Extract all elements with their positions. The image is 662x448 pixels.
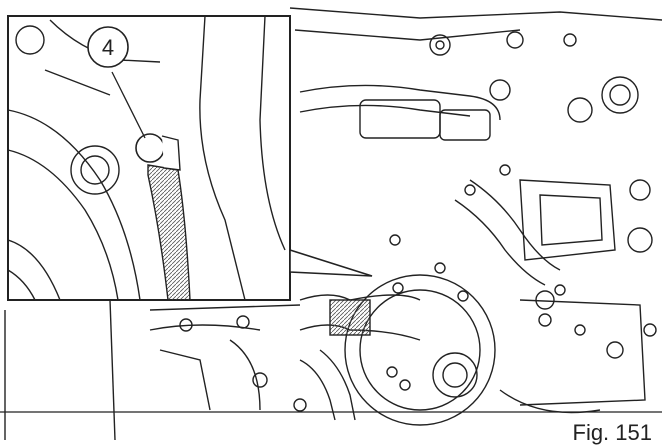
hose-clamp-bolt xyxy=(135,133,165,163)
figure-caption: Fig. 151 xyxy=(572,420,653,445)
hose xyxy=(147,164,191,301)
leader-arrow xyxy=(111,71,146,139)
numbered-callout-circle: 4 xyxy=(87,26,129,68)
callout-number: 4 xyxy=(102,35,114,60)
inset-pointer xyxy=(289,248,373,277)
detail-inset: 4 xyxy=(7,15,291,301)
engine-assembly xyxy=(4,7,662,441)
